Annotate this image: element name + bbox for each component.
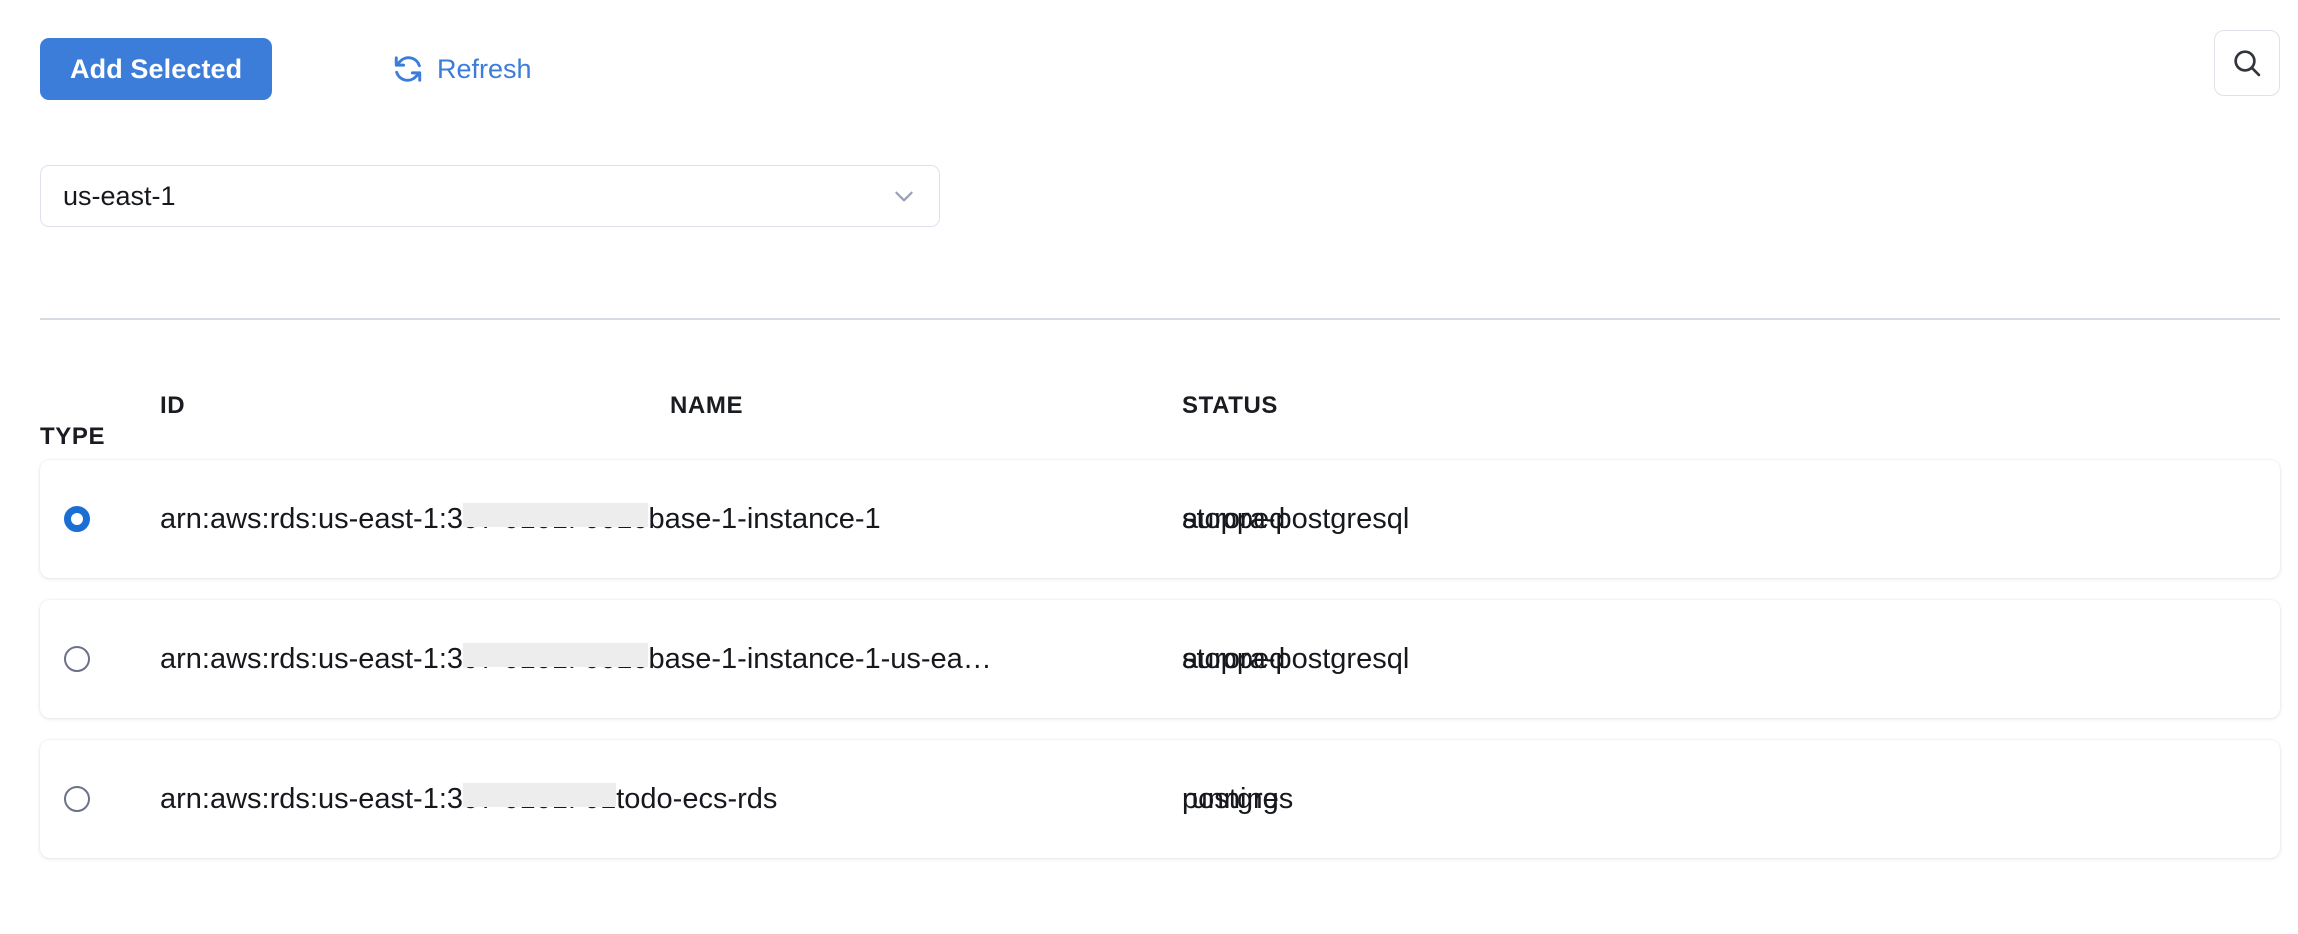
region-select-value: us-east-1 <box>63 180 176 211</box>
arn-redacted-segment: 97 0101: 0010 <box>463 642 649 675</box>
section-divider <box>40 318 2280 320</box>
column-header-status: STATUS <box>1182 391 1279 419</box>
arn-suffix: todo-ecs-rds <box>616 782 778 815</box>
cell-type: aurora-postgresql <box>1182 502 1410 535</box>
refresh-icon <box>392 53 424 85</box>
column-header-type: TYPE <box>40 422 106 450</box>
cell-status: running <box>1182 782 1279 815</box>
add-selected-button[interactable]: Add Selected <box>40 38 273 100</box>
cell-type: postgres <box>1182 782 1294 815</box>
refresh-label: Refresh <box>437 53 532 84</box>
arn-prefix: arn:aws:rds:us-east-1:3 <box>160 502 464 535</box>
arn-prefix: arn:aws:rds:us-east-1:3 <box>160 642 464 675</box>
cell-status: stopped <box>1182 642 1286 675</box>
search-button[interactable] <box>2214 30 2280 96</box>
toolbar: Add Selected Refresh <box>0 0 2298 112</box>
cell-type: aurora-postgresql <box>1182 642 1410 675</box>
arn-redacted-segment: 97 0101: 01 <box>463 782 617 815</box>
arn-prefix: arn:aws:rds:us-east-1:3 <box>160 782 464 815</box>
arn-suffix: base-1-instance-1-us-ea… <box>648 642 992 675</box>
region-select[interactable]: us-east-1 <box>40 165 940 227</box>
instances-table: ID NAME STATUS TYPE arn:aws:rds:us-east-… <box>0 390 2298 880</box>
chevron-down-icon <box>891 183 917 209</box>
arn-suffix: base-1-instance-1 <box>648 502 881 535</box>
row-radio-button[interactable] <box>64 506 90 532</box>
row-radio-cell[interactable] <box>40 786 160 812</box>
cell-status: stopped <box>1182 502 1286 535</box>
row-radio-button[interactable] <box>64 646 90 672</box>
row-radio-cell[interactable] <box>40 646 160 672</box>
arn-redacted-segment: 97 0101: 0010 <box>463 502 649 535</box>
row-radio-cell[interactable] <box>40 506 160 532</box>
table-header: ID NAME STATUS TYPE <box>0 390 2298 452</box>
column-header-id: ID <box>160 391 186 419</box>
refresh-button[interactable]: Refresh <box>392 48 532 90</box>
search-icon <box>2230 46 2264 80</box>
row-radio-button[interactable] <box>64 786 90 812</box>
column-header-name: NAME <box>670 391 744 419</box>
